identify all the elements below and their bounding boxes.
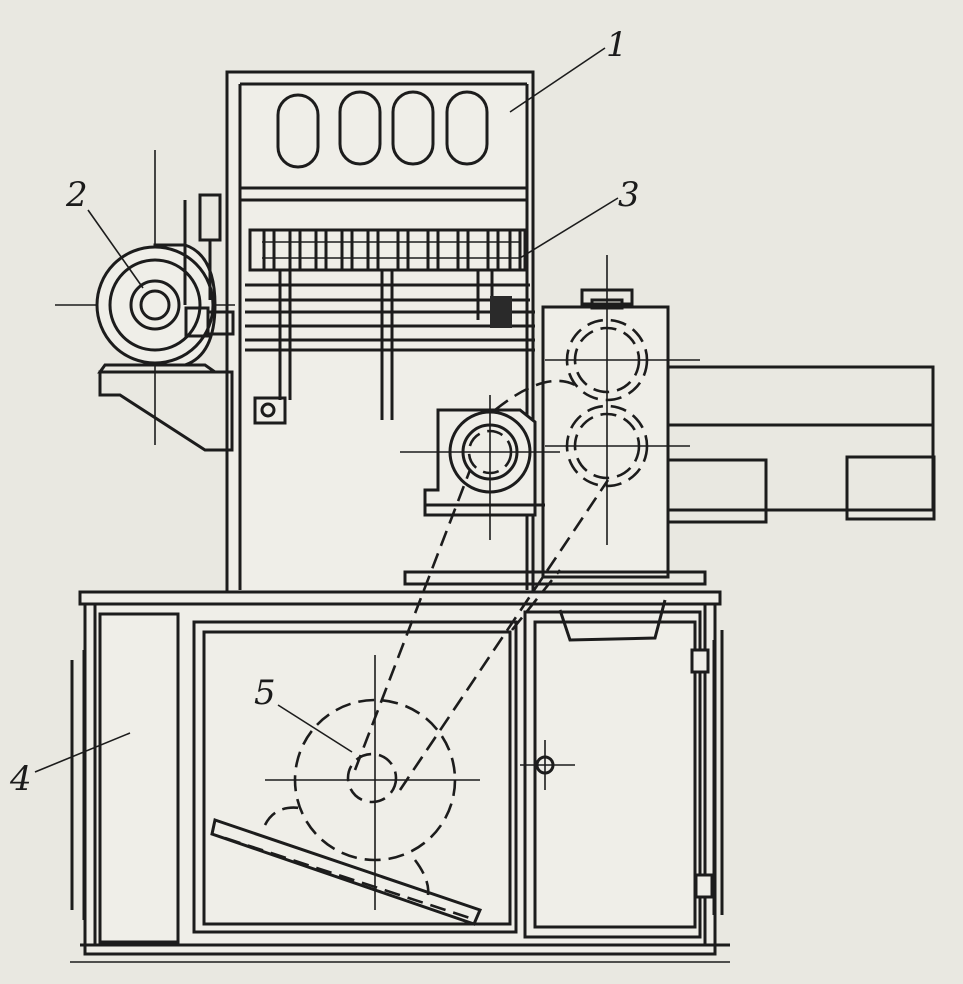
vent-slot: [276, 93, 320, 169]
drive-pulley: [400, 379, 707, 586]
main-motor: [210, 469, 610, 926]
callout-4: 4: [9, 732, 131, 799]
left-motor: [55, 150, 235, 452]
bracket: [253, 396, 287, 425]
clamp-block: [490, 296, 512, 328]
callout-3: 3: [519, 175, 640, 259]
callout-label-2: 2: [65, 175, 88, 215]
vent-slot: [391, 90, 435, 166]
vent-slot: [338, 90, 382, 166]
door-hinge: [694, 873, 714, 899]
vent-slot: [445, 90, 489, 166]
callout-5: 5: [254, 673, 353, 753]
roller-mechanism: [245, 228, 535, 425]
base-cabinet: [70, 590, 730, 963]
callout-label-4: 4: [9, 759, 32, 799]
callout-1: 1: [509, 25, 628, 113]
gearbox: [541, 255, 936, 579]
callout-2: 2: [65, 175, 144, 289]
callout-label-1: 1: [606, 25, 628, 65]
callout-label-3: 3: [618, 175, 640, 215]
roller-discs: [262, 228, 522, 272]
callout-label-5: 5: [254, 673, 276, 713]
door-hinge: [690, 648, 710, 674]
